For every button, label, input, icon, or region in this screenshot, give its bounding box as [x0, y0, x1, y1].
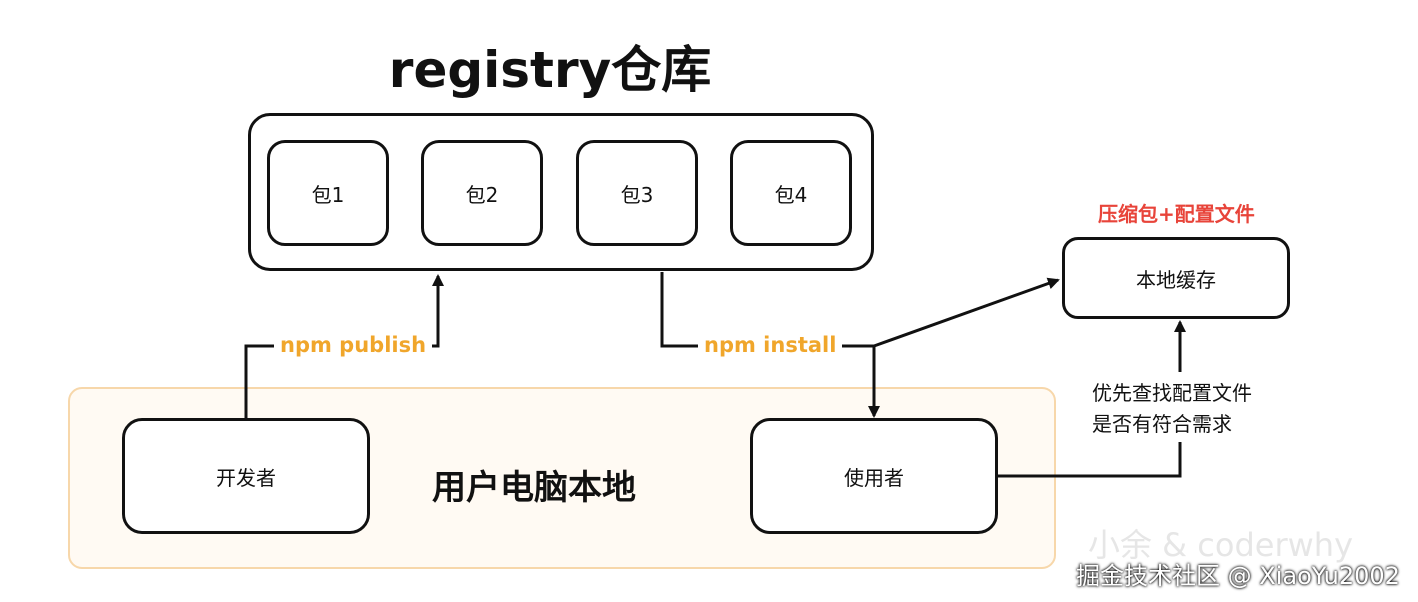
package-label: 包4 [774, 182, 808, 207]
npm-publish-label: npm publish [274, 333, 433, 357]
local-cache-label: 本地缓存 [1136, 267, 1216, 292]
local-cache-node: 本地缓存 [1062, 237, 1290, 319]
package-label: 包2 [465, 182, 499, 207]
package-label: 包3 [620, 182, 654, 207]
watermark-author: 小余 & coderwhy [1088, 526, 1354, 564]
package-node: 包2 [421, 140, 543, 246]
package-node: 包4 [730, 140, 852, 246]
watermark-source: 掘金技术社区 @ XiaoYu2002 [1076, 562, 1400, 590]
cache-annotation: 压缩包+配置文件 [1098, 202, 1255, 226]
package-label: 包1 [311, 182, 345, 207]
package-node: 包3 [576, 140, 698, 246]
install-to-cache-arrow [873, 277, 1060, 348]
lookup-note-line2: 是否有符合需求 [1092, 412, 1232, 436]
local-area-label: 用户电脑本地 [432, 468, 636, 508]
package-node: 包1 [267, 140, 389, 246]
lookup-note: 优先查找配置文件 是否有符合需求 [1092, 378, 1252, 440]
user-label: 使用者 [844, 465, 904, 490]
npm-install-label: npm install [698, 333, 843, 357]
lookup-note-line1: 优先查找配置文件 [1092, 381, 1252, 405]
user-node: 使用者 [750, 418, 998, 534]
user-to-cache-arrow [998, 442, 1182, 478]
developer-node: 开发者 [122, 418, 370, 534]
developer-label: 开发者 [216, 465, 276, 490]
diagram-title: registry仓库 [388, 41, 712, 99]
